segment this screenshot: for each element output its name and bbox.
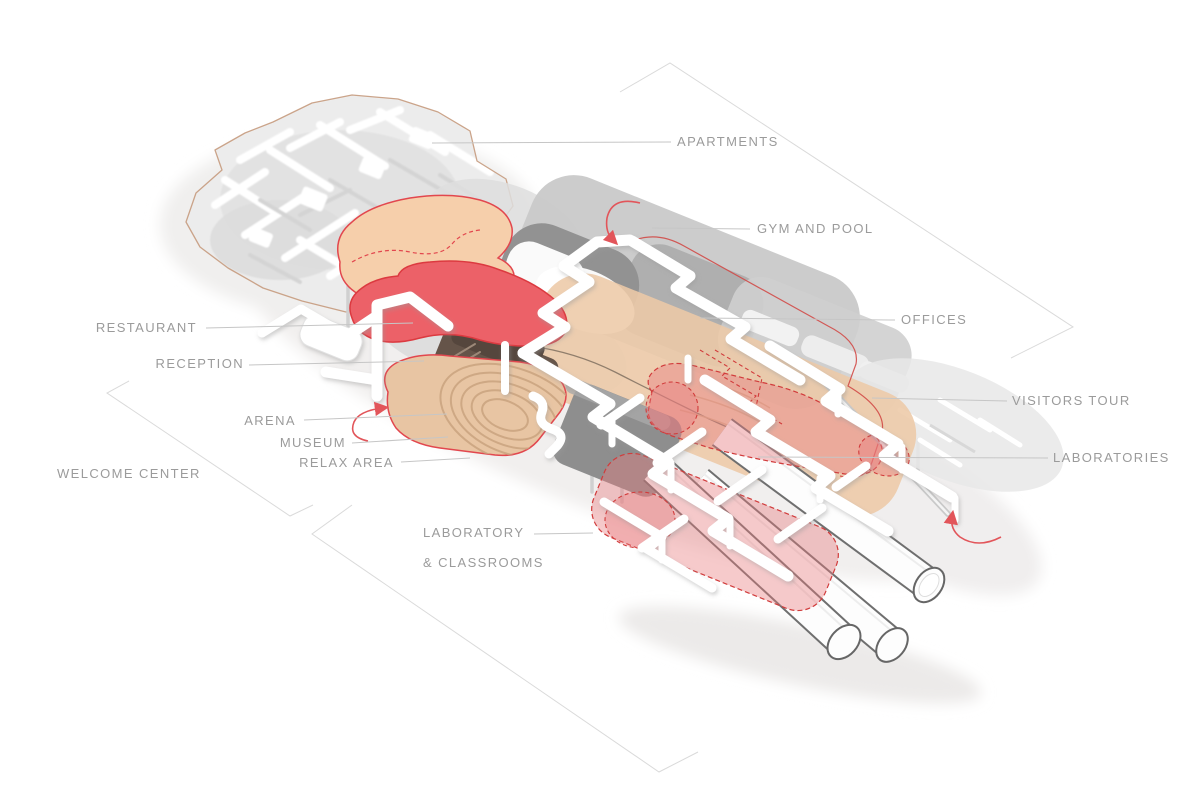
label-restaurant: RESTAURANT xyxy=(95,320,197,335)
label-museum: MUSEUM xyxy=(279,435,346,450)
curved-arrow-icon xyxy=(351,401,390,442)
site-boundary-lines xyxy=(106,62,1075,773)
walkway-network xyxy=(257,234,959,593)
tour-route-dashed xyxy=(699,349,783,425)
walkway-posts xyxy=(608,354,959,564)
label-welcome-center: WELCOME CENTER xyxy=(57,466,201,481)
label-reception: RECEPTION xyxy=(155,356,244,371)
label-apartments: APARTMENTS xyxy=(677,134,779,149)
label-laboratory-classrooms-line1: LABORATORY xyxy=(423,525,525,540)
label-arena: ARENA xyxy=(244,413,296,428)
label-laboratory-classrooms-line2: & CLASSROOMS xyxy=(423,555,544,570)
label-offices: OFFICES xyxy=(901,312,968,327)
tube-middle xyxy=(687,468,909,663)
arena-volume xyxy=(383,354,567,457)
label-gym-and-pool: GYM AND POOL xyxy=(757,221,874,236)
curved-arrow-icon xyxy=(943,509,1002,544)
restaurant-volume xyxy=(349,260,568,347)
label-laboratories: LABORATORIES xyxy=(1053,450,1170,465)
leader-lines xyxy=(205,141,1049,535)
label-visitors-tour: VISITORS TOUR xyxy=(1012,393,1131,408)
curved-arrow-icons xyxy=(351,200,1002,544)
label-relax-area: RELAX AREA xyxy=(299,455,394,470)
curved-arrow-icon xyxy=(602,200,641,246)
